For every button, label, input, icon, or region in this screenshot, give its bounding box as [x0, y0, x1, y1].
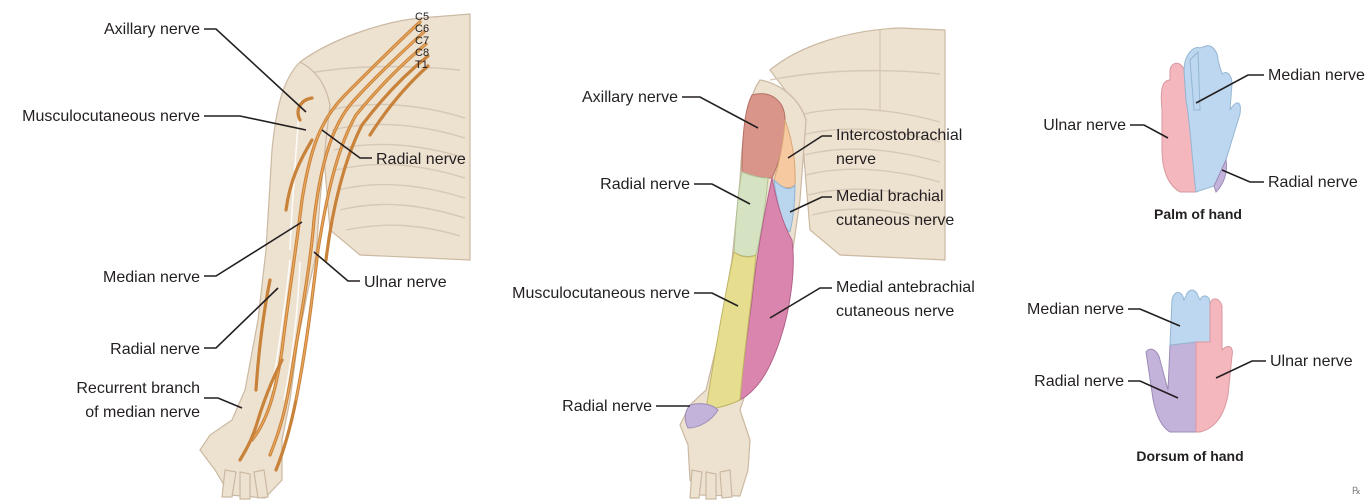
left-arm: [200, 62, 330, 498]
label-palm-ulnar: Ulnar nerve: [1043, 117, 1126, 134]
root-c5: C5: [415, 11, 429, 23]
label-radial-lower-mid: Radial nerve: [562, 398, 652, 415]
root-c6: C6: [415, 23, 429, 35]
caption-palm: Palm of hand: [1154, 206, 1242, 222]
left-hand-fingers: [222, 470, 268, 499]
dorsum-panel: Median nerve Radial nerve Ulnar nerve Do…: [1027, 290, 1353, 464]
label-medial-antebrachial-line2: cutaneous nerve: [836, 303, 954, 320]
leader-recurrent: [204, 398, 242, 408]
root-c8: C8: [415, 47, 429, 59]
label-medial-brachial-line2: cutaneous nerve: [836, 212, 954, 229]
label-ulnar-left: Ulnar nerve: [364, 274, 447, 291]
label-intercosto-line1: Intercostobrachial: [836, 127, 962, 144]
middle-arm-panel: Axillary nerve Intercostobrachial nerve …: [512, 28, 975, 499]
label-musculocutaneous-mid: Musculocutaneous nerve: [512, 285, 690, 302]
label-medial-antebrachial-line1: Medial antebrachial: [836, 279, 975, 296]
label-radial-lower-left: Radial nerve: [110, 341, 200, 358]
label-dorsum-median: Median nerve: [1027, 301, 1124, 318]
root-t1: T1: [415, 59, 428, 71]
label-intercosto-line2: nerve: [836, 151, 876, 168]
label-axillary-left: Axillary nerve: [104, 21, 200, 38]
label-musculocutaneous-left: Musculocutaneous nerve: [22, 108, 200, 125]
leader-palm-radial: [1222, 170, 1264, 182]
label-recurrent-line2: of median nerve: [85, 404, 200, 421]
leader-ulnar: [314, 252, 360, 281]
corner-mark: ℞: [1352, 486, 1361, 497]
label-dorsum-radial: Radial nerve: [1034, 373, 1124, 390]
label-palm-median: Median nerve: [1268, 67, 1365, 84]
label-palm-radial: Radial nerve: [1268, 174, 1358, 191]
left-arm-panel: C5 C6 C7 C8 T1 Axillary nerve Musculocut…: [22, 11, 470, 499]
caption-dorsum: Dorsum of hand: [1136, 448, 1243, 464]
label-median-left: Median nerve: [103, 269, 200, 286]
label-radial-upper-mid: Radial nerve: [600, 176, 690, 193]
label-dorsum-ulnar: Ulnar nerve: [1270, 353, 1353, 370]
label-axillary-mid: Axillary nerve: [582, 89, 678, 106]
middle-hand-fingers: [690, 470, 732, 499]
palm-panel: Median nerve Ulnar nerve Radial nerve Pa…: [1043, 46, 1365, 222]
root-c7: C7: [415, 35, 429, 47]
dorsum-median-zone: [1170, 290, 1210, 345]
label-radial-upper-left: Radial nerve: [376, 151, 466, 168]
label-medial-brachial-line1: Medial brachial: [836, 188, 944, 205]
label-recurrent-line1: Recurrent branch: [76, 380, 200, 397]
